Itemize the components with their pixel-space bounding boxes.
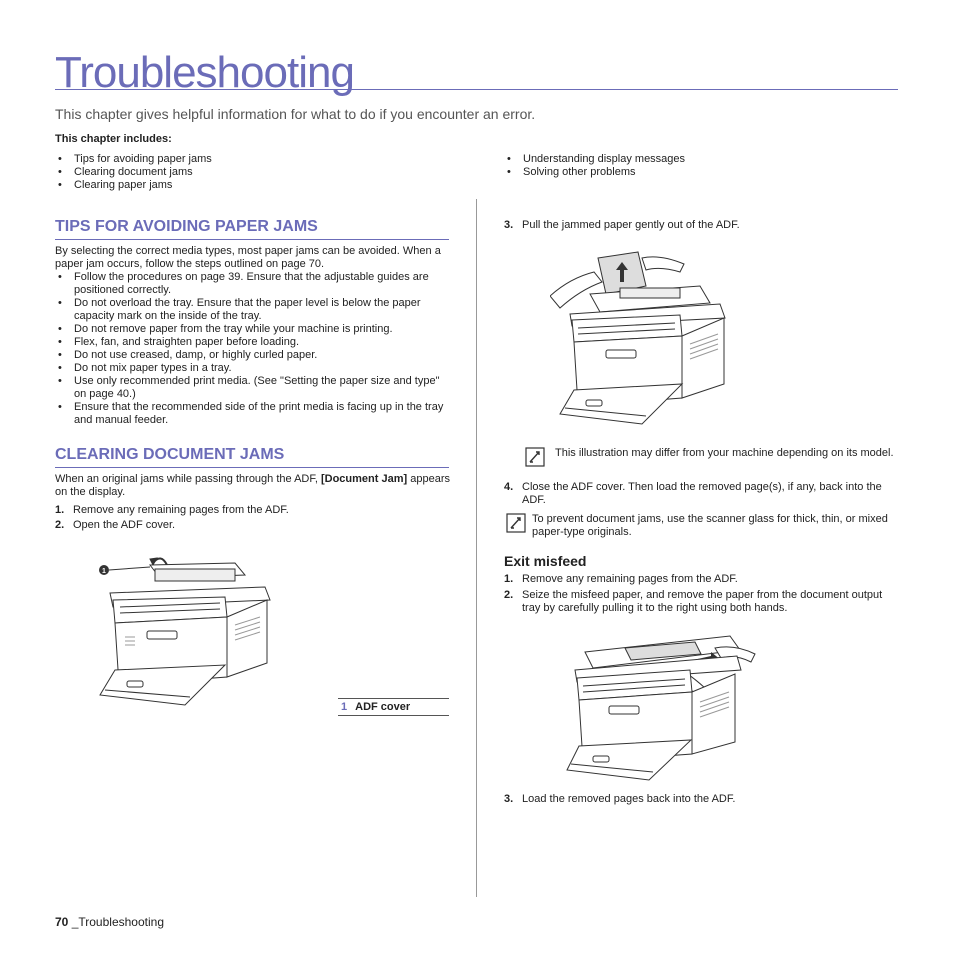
list-item: Clearing paper jams — [55, 179, 455, 192]
step-text: Pull the jammed paper gently out of the … — [522, 219, 740, 231]
clearing-heading: CLEARING DOCUMENT JAMS — [55, 446, 285, 463]
printer-adf-open-illustration: 1 — [99, 557, 271, 706]
tips-rule — [55, 239, 449, 240]
list-item: Solving other problems — [504, 166, 884, 179]
printer-pull-paper-illustration — [550, 251, 726, 425]
page-number: 70 — [55, 915, 69, 929]
right-step-4: 4. Close the ADF cover. Then load the rem… — [504, 481, 896, 507]
step-item: 1. Remove any remaining pages from the AD… — [504, 573, 896, 586]
title-rule — [55, 89, 898, 90]
list-item: Do not use creased, damp, or highly curl… — [55, 349, 450, 362]
step-item: 3. Pull the jammed paper gently out of th… — [504, 219, 894, 232]
tips-heading: TIPS FOR AVOIDING PAPER JAMS — [55, 218, 318, 235]
step-item: 2. Open the ADF cover. — [55, 519, 450, 532]
note-icon — [506, 513, 526, 533]
right-step-3: 3. Pull the jammed paper gently out of th… — [504, 219, 894, 232]
step-text: Remove any remaining pages from the ADF. — [73, 504, 289, 516]
chapter-title: Troubleshooting — [55, 48, 355, 97]
clearing-intro: When an original jams while passing thro… — [55, 473, 450, 499]
step-number: 2. — [55, 519, 65, 531]
list-item: Use only recommended print media. (See "… — [55, 375, 450, 401]
list-item: Ensure that the recommended side of the … — [55, 401, 450, 427]
step-item: 3. Load the removed pages back into the A… — [504, 793, 896, 806]
includes-list-right: Understanding display messages Solving o… — [504, 153, 884, 179]
list-item: Do not mix paper types in a tray. — [55, 362, 450, 375]
exit-step-3: 3. Load the removed pages back into the A… — [504, 793, 896, 806]
tips-intro: By selecting the correct media types, mo… — [55, 245, 441, 270]
list-item: Understanding display messages — [504, 153, 884, 166]
step-number: 2. — [504, 589, 514, 601]
step-number: 3. — [504, 219, 514, 231]
step-item: 4. Close the ADF cover. Then load the rem… — [504, 481, 896, 507]
page-footer: 70 _Troubleshooting — [55, 915, 164, 929]
includes-label: This chapter includes: — [55, 133, 172, 145]
tips-list: Follow the procedures on page 39. Ensure… — [55, 271, 450, 427]
step-item: 1. Remove any remaining pages from the AD… — [55, 504, 450, 517]
clearing-steps: 1. Remove any remaining pages from the AD… — [55, 504, 450, 532]
exit-misfeed-heading: Exit misfeed — [504, 553, 587, 569]
list-item: Flex, fan, and straighten paper before l… — [55, 336, 450, 349]
list-item: Follow the procedures on page 39. Ensure… — [55, 271, 450, 297]
printer-exit-misfeed-illustration — [566, 635, 756, 781]
includes-list-left: Tips for avoiding paper jams Clearing do… — [55, 153, 455, 192]
chapter-intro: This chapter gives helpful information f… — [55, 106, 536, 122]
step-text: Open the ADF cover. — [73, 519, 176, 531]
note-text: This illustration may differ from your m… — [555, 447, 894, 459]
callout-number: 1 — [102, 568, 106, 575]
note-text: To prevent document jams, use the scanne… — [532, 513, 888, 538]
clearing-rule — [55, 467, 449, 468]
callout-marker — [99, 565, 109, 575]
caption-text: ADF cover — [355, 701, 411, 713]
caption-rule-top — [338, 698, 449, 699]
step-number: 1. — [55, 504, 65, 516]
step-number: 1. — [504, 573, 514, 585]
column-divider — [476, 199, 477, 897]
step-text: Close the ADF cover. Then load the remov… — [522, 481, 882, 506]
list-item: Do not remove paper from the tray while … — [55, 323, 450, 336]
step-number: 4. — [504, 481, 514, 493]
footer-label: _Troubleshooting — [71, 915, 164, 929]
intro-text: When an original jams while passing thro… — [55, 473, 321, 485]
intro-bold: [Document Jam] — [320, 473, 408, 485]
list-item: Do not overload the tray. Ensure that th… — [55, 297, 450, 323]
step-number: 3. — [504, 793, 514, 805]
caption-number: 1 — [341, 701, 348, 713]
note-icon — [525, 447, 545, 467]
list-item: Tips for avoiding paper jams — [55, 153, 455, 166]
figure-caption: 1 ADF cover — [341, 701, 410, 713]
exit-steps: 1. Remove any remaining pages from the AD… — [504, 573, 896, 615]
step-text: Remove any remaining pages from the ADF. — [522, 573, 738, 585]
step-item: 2. Seize the misfeed paper, and remove th… — [504, 589, 896, 615]
step-text: Load the removed pages back into the ADF… — [522, 793, 736, 805]
list-item: Clearing document jams — [55, 166, 455, 179]
caption-rule-bottom — [338, 715, 449, 716]
intro-text-end: appears on the display. — [55, 473, 450, 498]
step-text: Seize the misfeed paper, and remove the … — [522, 589, 883, 614]
